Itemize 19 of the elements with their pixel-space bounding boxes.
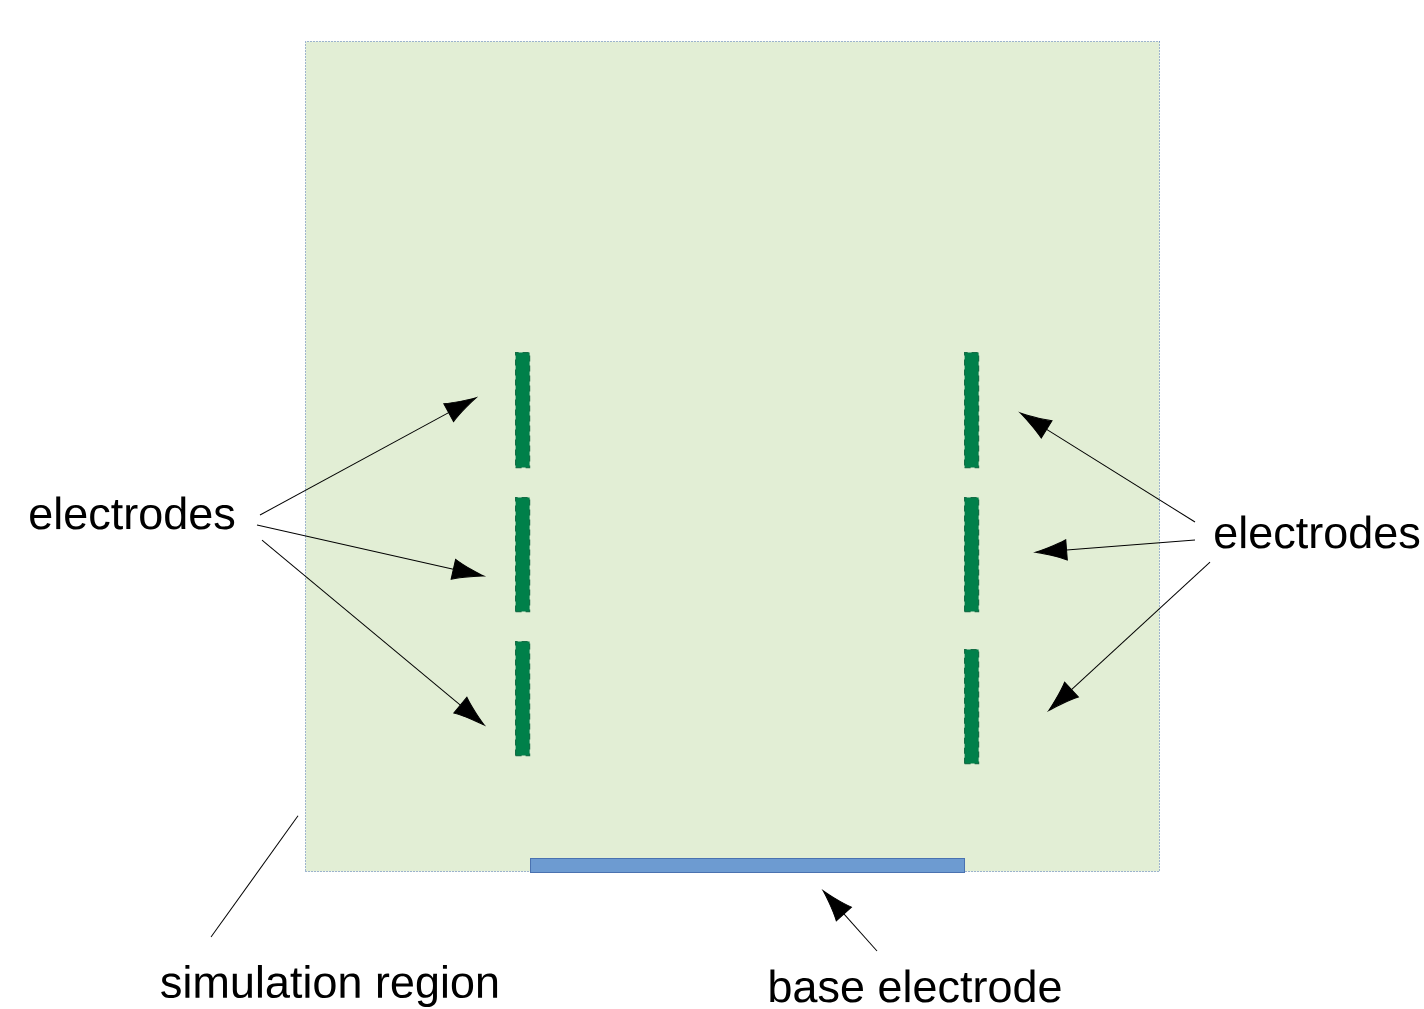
electrode-bar — [964, 649, 980, 765]
arrow — [256, 524, 485, 580]
base-electrode-bar — [530, 858, 965, 873]
electrode-bar — [515, 352, 531, 469]
electrodes-label: electrodes — [1215, 515, 1420, 549]
electrode-bar — [964, 352, 980, 469]
electrode-bar — [515, 497, 531, 613]
region-label: simulation region — [161, 965, 498, 1007]
electrode-bar — [515, 641, 531, 757]
arrow — [1019, 412, 1196, 523]
electrodes-label: electrodes — [30, 496, 235, 530]
leader-line — [210, 815, 299, 938]
base-electrode-label: base electrode — [770, 969, 1061, 1003]
arrow — [822, 890, 878, 952]
arrow — [261, 539, 485, 726]
arrow — [1048, 561, 1211, 712]
arrow — [259, 397, 477, 516]
simulation-region — [305, 41, 1160, 872]
electrode-bar — [964, 497, 980, 613]
